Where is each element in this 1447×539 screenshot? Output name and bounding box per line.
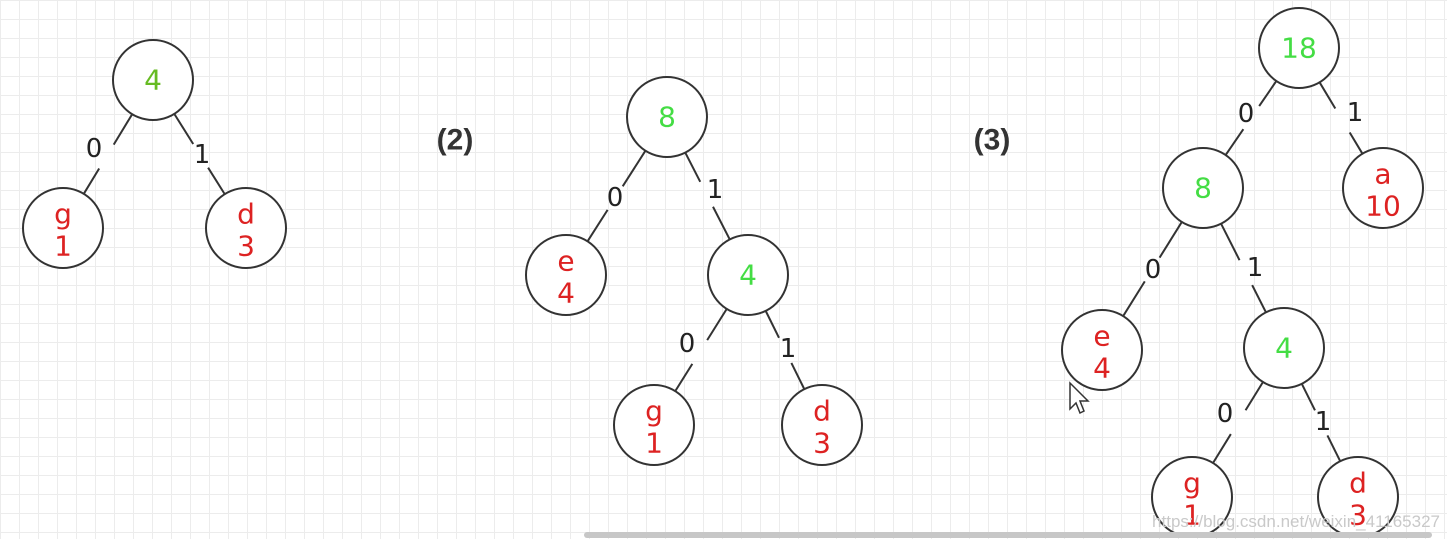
edge-label-t2-root-t2-4: 1 xyxy=(707,175,724,205)
watermark-text: https://blog.csdn.net/weixin_41165327 xyxy=(1152,512,1440,531)
node-t3-g: g1 xyxy=(1151,456,1233,538)
node-t3-4: 4 xyxy=(1243,307,1325,389)
node-t2-d: d3 xyxy=(781,384,863,466)
node-weight-t3-a: 10 xyxy=(1365,190,1401,223)
node-circle-t2-g xyxy=(613,384,695,466)
node-t3-a: a10 xyxy=(1342,147,1424,229)
node-t3-e: e4 xyxy=(1061,309,1143,391)
node-weight-t2-g: 1 xyxy=(645,427,663,460)
mouse-cursor-icon xyxy=(1069,381,1090,415)
node-symbol-t3-e: e xyxy=(1093,320,1110,353)
node-t3-d: d3 xyxy=(1317,456,1399,538)
node-t1-d: d3 xyxy=(205,187,287,269)
node-weight-t2-root: 8 xyxy=(658,101,676,134)
edge-t2-root-t2-4-segment-1 xyxy=(684,152,702,183)
node-weight-t1-root: 4 xyxy=(144,64,162,97)
node-circle-t2-d xyxy=(781,384,863,466)
edge-t3-8-t3-e-segment-2 xyxy=(1122,280,1146,317)
node-t2-e: e4 xyxy=(525,234,607,316)
edge-label-t2-root-t2-e: 0 xyxy=(607,183,624,213)
node-circle-t3-4 xyxy=(1243,307,1325,389)
node-symbol-t2-e: e xyxy=(557,245,574,278)
node-symbol-t3-g: g xyxy=(1183,467,1201,500)
edge-t2-root-t2-e-segment-1 xyxy=(621,150,647,187)
node-weight-t2-e: 4 xyxy=(557,277,575,310)
step-label-3: (3) xyxy=(974,124,1011,157)
edge-t1-root-t1-g-segment-1 xyxy=(112,113,134,146)
edge-t3-8-t3-4-segment-2 xyxy=(1251,284,1267,313)
node-circle-t2-root xyxy=(626,76,708,158)
edge-t1-root-t1-d-segment-1 xyxy=(173,113,195,145)
edge-label-t1-root-t1-d: 1 xyxy=(194,140,211,170)
node-weight-t3-d: 3 xyxy=(1349,499,1367,532)
node-t2-4: 4 xyxy=(707,234,789,316)
node-weight-t3-g: 1 xyxy=(1183,499,1201,532)
node-circle-t1-root xyxy=(112,39,194,121)
step-label-2: (2) xyxy=(437,124,474,157)
node-symbol-t2-g: g xyxy=(645,395,663,428)
node-t1-root: 4 xyxy=(112,39,194,121)
node-weight-t1-d: 3 xyxy=(237,230,255,263)
node-circle-t3-root xyxy=(1258,7,1340,89)
edge-t2-root-t2-4-segment-2 xyxy=(712,206,731,240)
node-t3-root: 18 xyxy=(1258,7,1340,89)
edge-t3-root-t3-a-segment-1 xyxy=(1318,81,1337,110)
edge-label-t3-8-t3-4: 1 xyxy=(1247,253,1264,283)
node-weight-t2-4: 4 xyxy=(739,259,757,292)
node-circle-t1-g xyxy=(22,187,104,269)
node-circle-t2-e xyxy=(525,234,607,316)
edge-t3-root-t3-8-segment-1 xyxy=(1258,80,1278,107)
edge-t1-root-t1-d-segment-2 xyxy=(207,167,226,195)
node-weight-t3-root: 18 xyxy=(1281,32,1317,65)
edge-label-t2-4-t2-g: 0 xyxy=(679,329,696,359)
node-symbol-t1-g: g xyxy=(54,198,72,231)
edge-t3-8-t3-4-segment-1 xyxy=(1220,223,1241,261)
edge-t3-4-t3-g-segment-1 xyxy=(1244,381,1264,411)
node-t2-root: 8 xyxy=(626,76,708,158)
edge-t2-root-t2-e-segment-2 xyxy=(586,209,609,242)
edge-t2-4-t2-g-segment-2 xyxy=(674,363,694,392)
edge-label-t3-4-t3-g: 0 xyxy=(1217,399,1234,429)
edge-t3-root-t3-a-segment-2 xyxy=(1348,131,1364,155)
edge-t2-4-t2-g-segment-1 xyxy=(706,308,728,341)
node-t2-g: g1 xyxy=(613,384,695,466)
edge-t3-4-t3-g-segment-2 xyxy=(1212,433,1232,464)
node-symbol-t1-d: d xyxy=(237,198,255,231)
edge-label-t3-8-t3-e: 0 xyxy=(1145,255,1162,285)
node-circle-t3-8 xyxy=(1162,147,1244,229)
node-circle-t1-d xyxy=(205,187,287,269)
edge-label-t1-root-t1-g: 0 xyxy=(86,134,103,164)
node-weight-t3-e: 4 xyxy=(1093,352,1111,385)
node-t1-g: g1 xyxy=(22,187,104,269)
node-circle-t2-4 xyxy=(707,234,789,316)
edge-t3-4-t3-d-segment-2 xyxy=(1326,434,1342,462)
node-circle-t3-e xyxy=(1061,309,1143,391)
edge-t2-4-t2-d-segment-1 xyxy=(764,310,780,339)
edges-layer: 0 1 0 1 0 1 0 1 0 1 0 1 xyxy=(82,80,1364,464)
edge-label-t3-4-t3-d: 1 xyxy=(1315,407,1332,437)
edge-label-t3-root-t3-8: 0 xyxy=(1238,99,1255,129)
edge-t3-8-t3-e-segment-1 xyxy=(1158,221,1183,259)
edge-t3-4-t3-d-segment-1 xyxy=(1300,383,1316,411)
edge-label-t3-root-t3-a: 1 xyxy=(1347,98,1364,128)
edge-label-t2-4-t2-d: 1 xyxy=(780,334,797,364)
node-symbol-t3-d: d xyxy=(1349,467,1367,500)
node-symbol-t2-d: d xyxy=(813,395,831,428)
node-symbol-t3-a: a xyxy=(1374,158,1391,191)
node-weight-t3-4: 4 xyxy=(1275,332,1293,365)
edge-t1-root-t1-g-segment-2 xyxy=(82,168,101,195)
edge-t3-root-t3-8-segment-2 xyxy=(1224,128,1245,156)
horizontal-scrollbar[interactable] xyxy=(584,532,1432,538)
node-weight-t2-d: 3 xyxy=(813,427,831,460)
node-weight-t1-g: 1 xyxy=(54,230,72,263)
edge-t2-4-t2-d-segment-2 xyxy=(790,362,806,390)
node-weight-t3-8: 8 xyxy=(1194,172,1212,205)
node-t3-8: 8 xyxy=(1162,147,1244,229)
node-circle-t3-a xyxy=(1342,147,1424,229)
